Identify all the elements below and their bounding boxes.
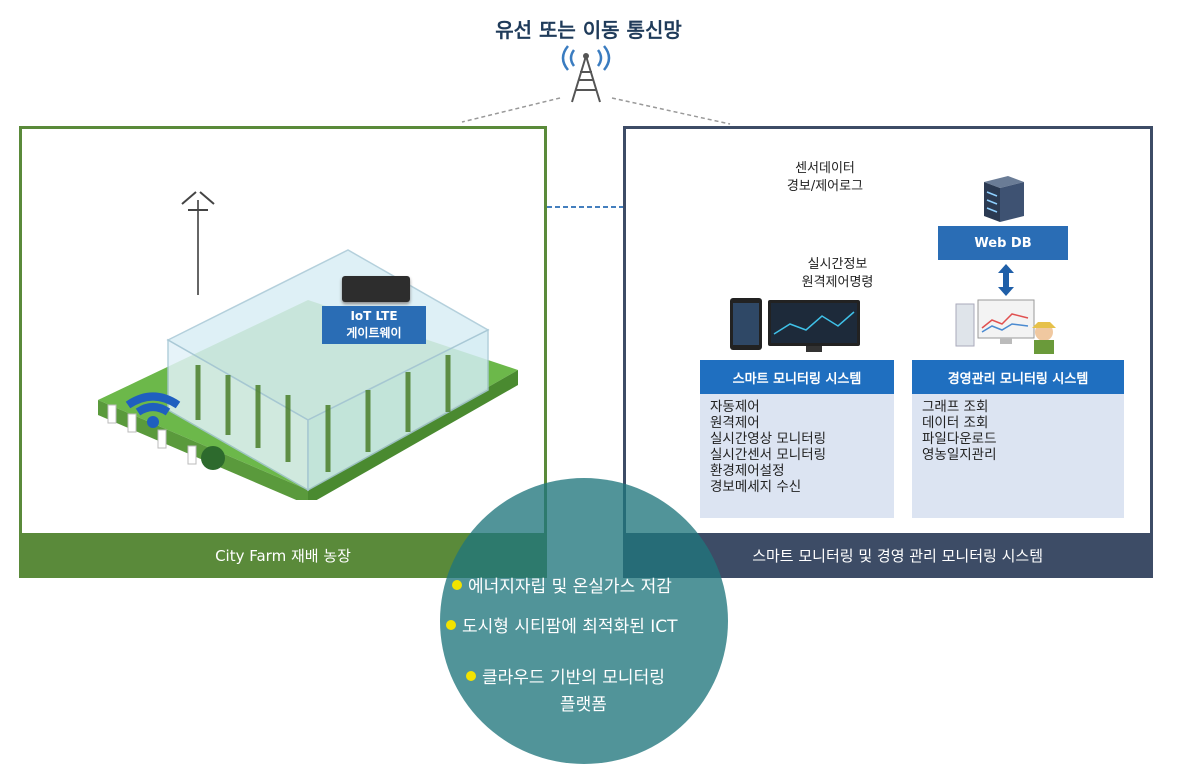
network-title: 유선 또는 이동 통신망 [495,18,682,42]
list-item: 그래프 조회 [922,399,989,415]
list-item: 데이터 조회 [922,415,989,431]
feature-circle [440,478,728,764]
realtime-info-label: 실시간정보 원격제어명령 [780,256,895,292]
smart-monitoring-list: 자동제어 원격제어 실시간영상 모니터링 실시간센서 모니터링 환경제어설정 경… [700,394,894,518]
iot-gateway-label: IoT LTE 게이트웨이 [322,306,426,344]
list-item: 환경제어설정 [710,463,785,479]
feature-text: 에너지자립 및 온실가스 저감 [468,577,672,597]
list-item: 자동제어 [710,399,760,415]
cell-tower-icon [561,45,611,103]
double-arrow-icon [998,264,1014,296]
bullet-icon [452,580,462,590]
list-item: 파일다운로드 [922,431,997,447]
gateway-label-line2: 게이트웨이 [346,326,402,340]
feature-item-cloud: 클라우드 기반의 모니터링 [466,663,665,688]
greenhouse-farm-illustration [98,191,518,500]
monitoring-screens-icon [730,298,860,352]
realtime-label-line2: 원격제어명령 [801,275,874,290]
sensor-label-line1: 센서데이터 [795,161,855,176]
realtime-label-line1: 실시간정보 [807,257,868,272]
list-item: 원격제어 [710,415,760,431]
feature-text: 클라우드 기반의 모니터링 [482,668,665,688]
gateway-label-line1: IoT LTE [350,309,398,323]
web-db-box: Web DB [938,226,1068,260]
management-monitoring-title: 경영관리 모니터링 시스템 [912,360,1124,394]
feature-text: 도시형 시티팜에 최적화된 ICT [462,617,678,637]
server-icon [984,176,1024,222]
management-monitoring-list: 그래프 조회 데이터 조회 파일다운로드 영농일지관리 [912,394,1124,518]
list-item: 경보메세지 수신 [710,479,802,495]
feature-item-cloud-line2: 플랫폼 [560,695,607,715]
smart-monitoring-title: 스마트 모니터링 시스템 [700,360,894,394]
feature-item-energy: 에너지자립 및 온실가스 저감 [452,572,672,597]
bullet-icon [446,620,456,630]
list-item: 실시간센서 모니터링 [710,447,827,463]
sensor-label-line2: 경보/제어로그 [786,179,864,194]
management-pc-icon [955,299,1056,354]
sensor-data-label: 센서데이터 경보/제어로그 [770,160,880,196]
list-item: 실시간영상 모니터링 [710,431,827,447]
iot-gateway-device-icon [342,276,410,302]
bullet-icon [466,671,476,681]
list-item: 영농일지관리 [922,447,997,463]
feature-item-ict: 도시형 시티팜에 최적화된 ICT [446,612,678,637]
